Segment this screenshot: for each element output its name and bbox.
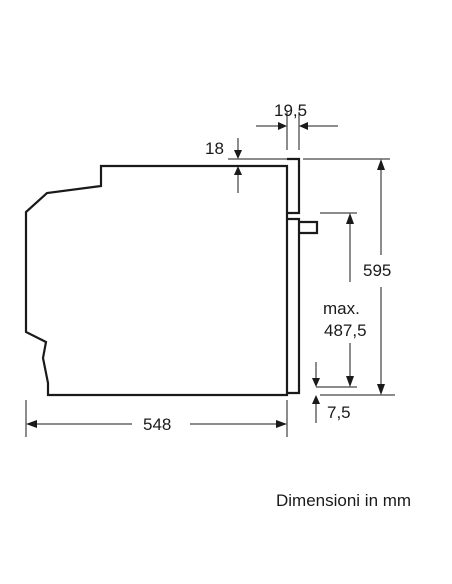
total-height-label: 595 xyxy=(363,261,391,280)
depth-dimension: 548 xyxy=(25,400,288,437)
top-gap-dimension: 18 xyxy=(205,138,287,193)
units-caption: Dimensioni in mm xyxy=(276,491,412,510)
total-height-dimension: 595 xyxy=(303,158,395,396)
depth-label: 548 xyxy=(143,415,171,434)
oven-handle xyxy=(299,220,319,235)
bottom-gap-label: 7,5 xyxy=(327,403,351,422)
oven-body-outline xyxy=(24,164,289,397)
max-label: max. xyxy=(323,299,360,318)
oven-front-panel xyxy=(287,157,301,215)
panel-thickness-label: 19,5 xyxy=(274,101,307,120)
bottom-gap-dimension: 7,5 xyxy=(312,362,351,423)
max-height-dimension: max. 487,5 xyxy=(316,212,367,388)
top-gap-label: 18 xyxy=(205,139,224,158)
max-height-label: 487,5 xyxy=(324,321,367,340)
oven-door xyxy=(287,217,301,395)
panel-thickness-dimension: 19,5 xyxy=(256,101,338,150)
